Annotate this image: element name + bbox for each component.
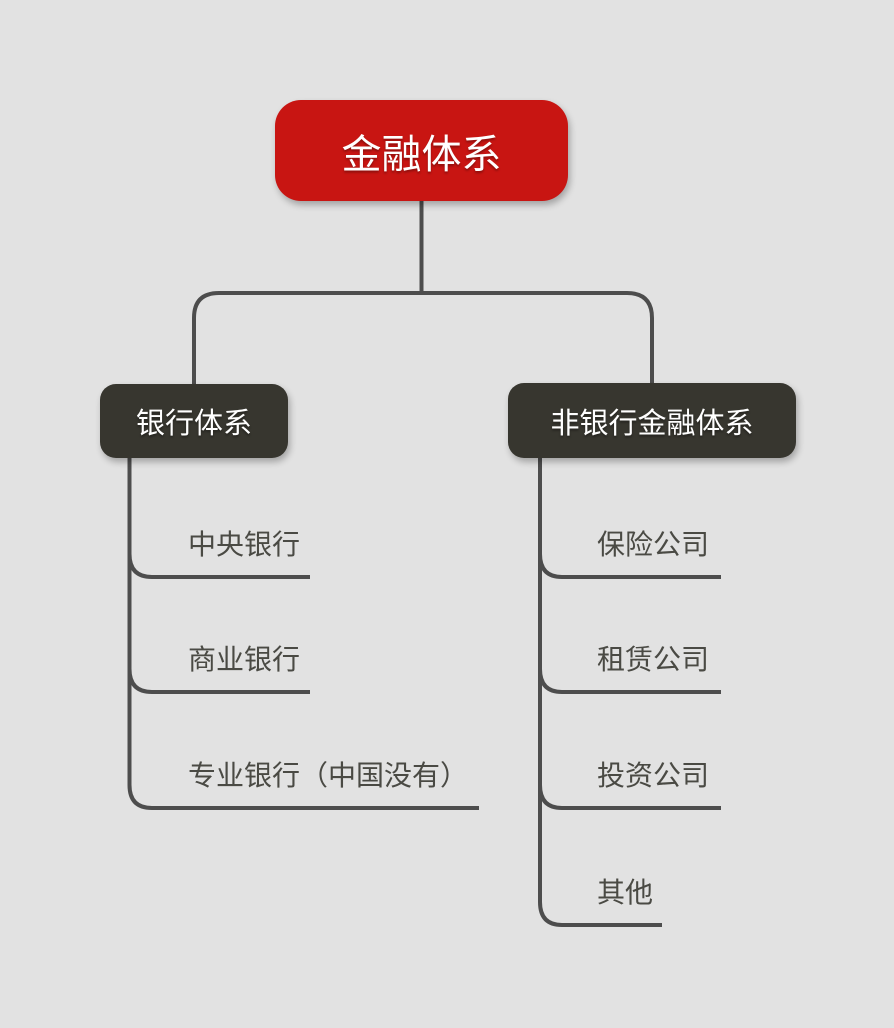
connector-root-to-banking xyxy=(192,291,422,390)
connector-nonbank-leaf-4 xyxy=(538,456,662,927)
branch-nonbank-label: 非银行金融体系 xyxy=(550,405,754,440)
root-node[interactable]: 金融体系 xyxy=(275,100,568,201)
leaf-insurance-company[interactable]: 保险公司 xyxy=(597,528,710,561)
connector-root-to-nonbank xyxy=(421,291,654,390)
root-label: 金融体系 xyxy=(341,131,502,178)
connector-banking-leaf-3 xyxy=(127,456,479,810)
branch-banking-label: 银行体系 xyxy=(135,406,252,440)
branch-node-nonbank[interactable]: 非银行金融体系 xyxy=(508,383,796,458)
leaf-specialized-bank[interactable]: 专业银行（中国没有） xyxy=(188,759,469,792)
connector-nonbank-leaf-3 xyxy=(538,456,721,810)
leaf-investment-company[interactable]: 投资公司 xyxy=(597,759,710,792)
leaf-central-bank[interactable]: 中央银行 xyxy=(188,528,301,561)
leaf-leasing-company[interactable]: 租赁公司 xyxy=(597,643,710,676)
branch-node-banking[interactable]: 银行体系 xyxy=(100,384,288,458)
leaf-other[interactable]: 其他 xyxy=(597,876,654,909)
leaf-commercial-bank[interactable]: 商业银行 xyxy=(188,643,301,676)
